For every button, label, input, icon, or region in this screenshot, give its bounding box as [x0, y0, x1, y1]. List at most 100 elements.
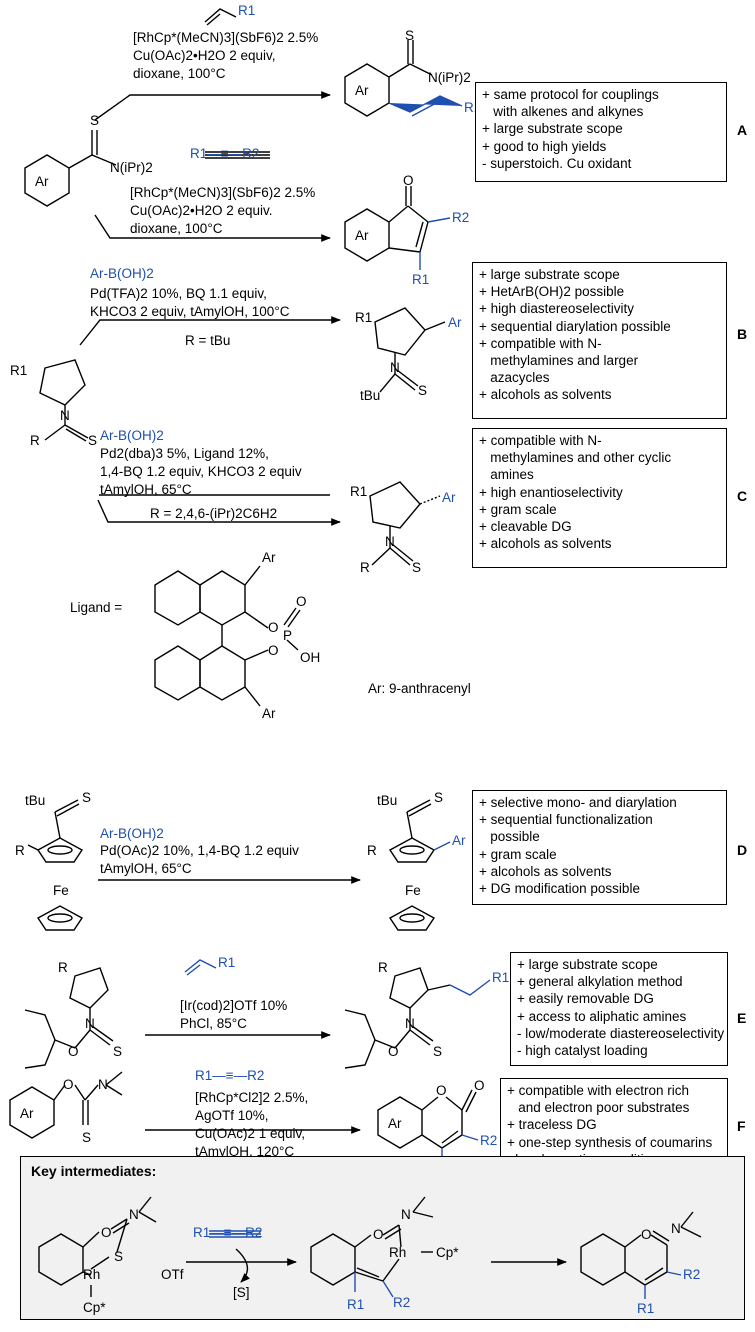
c-r-def: R = 2,4,6-(iPr)2C6H2 [150, 506, 277, 521]
svg-text:N: N [385, 534, 395, 549]
svg-text:Fe: Fe [53, 883, 69, 898]
note-b-3: + sequential diarylation possible [479, 318, 671, 334]
svg-text:Cp*: Cp* [83, 1300, 106, 1315]
note-d-4: + alcohols as solvents [479, 863, 612, 879]
svg-text:S: S [418, 383, 427, 398]
note-a-1: with alkenes and alkynes [482, 104, 644, 120]
svg-text:O: O [474, 1078, 485, 1093]
b-cond-2: KHCO3 2 equiv, tAmylOH, 100°C [90, 304, 290, 319]
svg-text:Ar: Ar [355, 228, 369, 243]
svg-text:N: N [60, 408, 70, 423]
note-f-2: + traceless DG [507, 1117, 597, 1133]
svg-text:Fe: Fe [405, 883, 421, 898]
key-intermediates-box: Key intermediates: [20, 1156, 745, 1320]
f-cond-1: [RhCp*Cl2]2 2.5%, [195, 1090, 308, 1105]
note-d-5: + DG modification possible [479, 881, 640, 897]
d-substrate-cp2 [36, 905, 84, 931]
note-c-4: + gram scale [479, 501, 557, 517]
svg-text:Ar: Ar [20, 1106, 34, 1121]
d-substrate-cp [36, 837, 84, 863]
c-cond-1: Pd2(dba)3 5%, Ligand 12%, [100, 446, 269, 461]
svg-text:OH: OH [300, 650, 320, 665]
note-c-2: amines [479, 467, 534, 483]
svg-text:R1: R1 [10, 363, 27, 378]
svg-text:R1: R1 [347, 1297, 364, 1312]
svg-text:N: N [405, 1016, 415, 1031]
svg-text:S: S [405, 28, 414, 43]
notes-box-d: + selective mono- and diarylation + sequ… [472, 790, 727, 905]
note-c-6: + alcohols as solvents [479, 536, 612, 552]
svg-text:Ar: Ar [452, 833, 466, 848]
svg-text:O: O [403, 173, 414, 188]
c-cond-2: 1,4-BQ 1.2 equiv, KHCO3 2 equiv [100, 464, 302, 479]
svg-text:R: R [367, 843, 377, 858]
svg-text:R2: R2 [480, 1133, 497, 1148]
notes-box-b: + large substrate scope + HetArB(OH)2 po… [472, 262, 727, 419]
a-cond-bot-1: [RhCp*(MeCN)3](SbF6)2 2.5% [130, 185, 315, 200]
d-cond-1: Pd(OAc)2 10%, 1,4-BQ 1.2 equiv [100, 843, 299, 858]
note-b-6: azacycles [479, 370, 550, 386]
svg-text:R1: R1 [412, 272, 429, 287]
note-e-2: + easily removable DG [517, 991, 654, 1007]
ligand-label: Ligand = [70, 600, 122, 615]
d-reagent: Ar-B(OH)2 [100, 826, 164, 841]
svg-text:O: O [101, 1225, 112, 1240]
svg-text:Ar: Ar [262, 550, 276, 565]
svg-text:N: N [671, 1221, 681, 1236]
notes-box-e: + large substrate scope + general alkyla… [510, 952, 728, 1066]
svg-text:O: O [373, 1227, 384, 1242]
b-cond-1: Pd(TFA)2 10%, BQ 1.1 equiv, [90, 286, 267, 301]
a-cond-bot-2: Cu(OAc)2•H2O 2 equiv. [130, 203, 273, 218]
svg-text:N: N [390, 360, 400, 375]
c-product-ring [369, 481, 421, 529]
svg-text:R1: R1 [637, 1301, 654, 1316]
note-f-3: + one-step synthesis of coumarins [507, 1134, 713, 1150]
note-b-5: methylamines and larger [479, 353, 639, 369]
svg-text:Ar: Ar [355, 83, 369, 98]
svg-text:R2: R2 [393, 1295, 410, 1310]
f-cond-4: tAmylOH, 120°C [195, 1144, 294, 1159]
note-c-0: + compatible with N- [479, 433, 602, 448]
a-substrate-ring [24, 154, 70, 207]
note-e-0: + large substrate scope [517, 957, 658, 972]
note-b-7: + alcohols as solvents [479, 387, 612, 403]
svg-text:Cp*: Cp* [436, 1245, 459, 1260]
note-a-2: + large substrate scope [482, 121, 623, 137]
svg-text:S: S [90, 113, 99, 128]
svg-text:P: P [283, 628, 292, 643]
note-c-3: + high enantioselectivity [479, 484, 623, 500]
c-cond-3: tAmylOH, 65°C [100, 482, 192, 497]
svg-text:O: O [63, 1077, 74, 1092]
svg-text:tBu: tBu [377, 793, 397, 808]
svg-text:O: O [388, 1044, 399, 1059]
note-b-2: + high diastereoselectivity [479, 301, 634, 317]
svg-text:N(iPr)2: N(iPr)2 [428, 70, 471, 85]
key-intermediates-drawing: R1—≡—R2 [S] OTf O N S Rh Cp* O N Rh Cp* … [38, 1196, 702, 1316]
a-alkyne-reagent: R1—≡—R2 [190, 146, 259, 161]
svg-text:R1: R1 [492, 970, 509, 985]
d-product-cp [388, 837, 436, 863]
svg-text:S: S [113, 1044, 122, 1059]
note-d-3: + gram scale [479, 846, 557, 862]
svg-text:Ar: Ar [448, 315, 462, 330]
svg-text:O: O [296, 594, 307, 609]
svg-text:S: S [82, 790, 91, 805]
svg-text:R: R [378, 960, 388, 975]
note-b-1: + HetArB(OH)2 possible [479, 284, 625, 300]
note-e-5: - high catalyst loading [517, 1043, 648, 1059]
e-reagent-r1: R1 [218, 955, 235, 970]
svg-text:O: O [268, 643, 279, 658]
svg-text:R1: R1 [350, 484, 367, 499]
svg-text:N: N [85, 1016, 95, 1031]
svg-text:N: N [401, 1207, 411, 1222]
svg-text:O: O [268, 620, 279, 635]
note-b-4: + compatible with N- [479, 335, 602, 351]
f-reagent: R1—≡—R2 [195, 1068, 264, 1083]
a-alkene-r1: R1 [238, 3, 255, 18]
svg-text:R: R [58, 960, 68, 975]
a-cond-top-3: dioxane, 100°C [133, 66, 226, 81]
note-a-0: + same protocol for couplings [482, 87, 659, 102]
ligand-naph-bot-b [199, 645, 246, 701]
note-d-0: + selective mono- and diarylation [479, 795, 677, 810]
